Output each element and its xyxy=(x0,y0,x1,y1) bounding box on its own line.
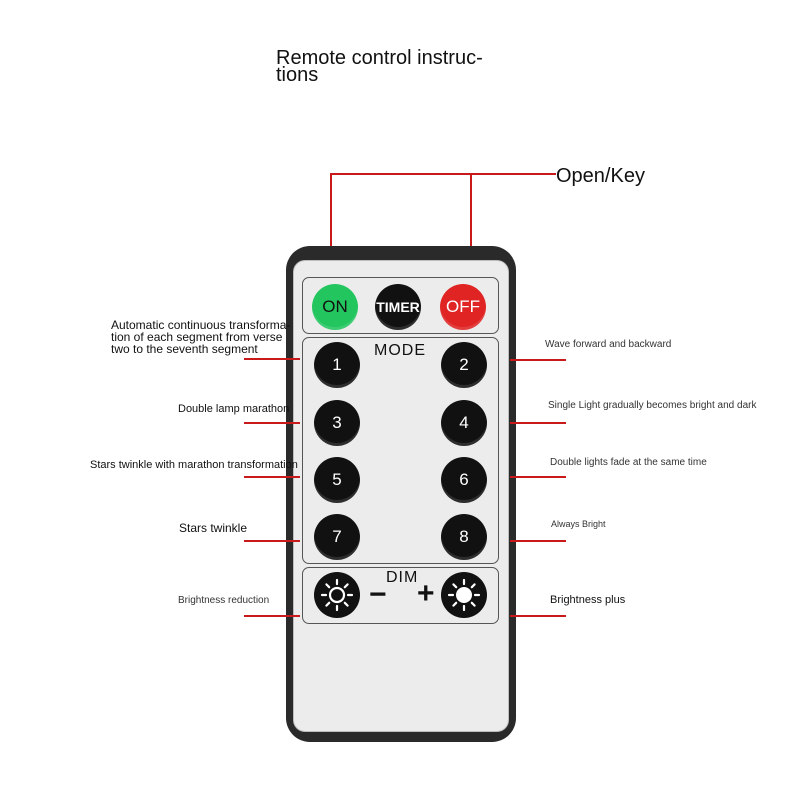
label-button-2: Wave forward and backward xyxy=(545,339,672,350)
label-button-1-line-3: two to the seventh segment xyxy=(111,342,258,356)
label-button-3: Double lamp marathon xyxy=(178,403,290,415)
timer-button[interactable]: TIMER xyxy=(375,284,421,330)
line-button-4 xyxy=(510,422,566,424)
off-button[interactable]: OFF xyxy=(440,284,486,330)
brightness-down-button[interactable] xyxy=(314,572,360,618)
line-button-2 xyxy=(510,359,566,361)
mode-group xyxy=(302,337,499,564)
mode-button-2[interactable]: 2 xyxy=(441,342,487,388)
minus-sign: − xyxy=(369,578,387,611)
mode-button-6[interactable]: 6 xyxy=(441,457,487,503)
sun-outline-icon xyxy=(320,578,354,612)
label-button-7: Stars twinkle xyxy=(179,521,248,535)
label-button-5: Stars twinkle with marathon transformati… xyxy=(90,459,298,471)
power-group xyxy=(302,277,499,334)
open-key-line-off xyxy=(470,173,472,276)
mode-button-5[interactable]: 5 xyxy=(314,457,360,503)
open-key-label: Open/Key xyxy=(556,165,645,187)
open-key-line-on xyxy=(330,173,332,276)
mode-button-8[interactable]: 8 xyxy=(441,514,487,560)
line-button-8 xyxy=(510,540,566,542)
label-button-8: Always Bright xyxy=(551,519,606,529)
label-brightness-plus: Brightness plus xyxy=(550,594,626,606)
line-button-1 xyxy=(244,358,300,360)
page-title: Remote control instruc- tions xyxy=(276,47,536,86)
dim-label: DIM xyxy=(386,569,419,586)
label-button-1-line-1: Automatic continuous transforma- xyxy=(111,318,291,332)
title-line-2: tions xyxy=(276,64,319,86)
line-brightness-reduction xyxy=(244,615,300,617)
plus-sign: + xyxy=(417,577,435,610)
mode-button-3[interactable]: 3 xyxy=(314,400,360,446)
open-key-line-horizontal xyxy=(330,173,556,175)
line-button-7 xyxy=(244,540,300,542)
label-button-6: Double lights fade at the same time xyxy=(550,457,707,468)
sun-filled-icon xyxy=(447,578,481,612)
title-line-1: Remote control instruc- xyxy=(276,47,483,69)
on-button[interactable]: ON xyxy=(312,284,358,330)
mode-button-7[interactable]: 7 xyxy=(314,514,360,560)
dim-group xyxy=(302,567,499,624)
line-button-3 xyxy=(244,422,300,424)
mode-button-4[interactable]: 4 xyxy=(441,400,487,446)
line-brightness-plus xyxy=(510,615,566,617)
label-button-1: Automatic continuous transforma- tion of… xyxy=(111,319,290,355)
line-button-5 xyxy=(244,476,300,478)
label-brightness-reduction: Brightness reduction xyxy=(178,595,270,606)
mode-button-1[interactable]: 1 xyxy=(314,342,360,388)
line-button-6 xyxy=(510,476,566,478)
label-button-4: Single Light gradually becomes bright an… xyxy=(548,400,757,411)
mode-label: MODE xyxy=(374,342,426,359)
label-button-1-line-2: tion of each segment from verse xyxy=(111,330,283,344)
brightness-up-button[interactable] xyxy=(441,572,487,618)
